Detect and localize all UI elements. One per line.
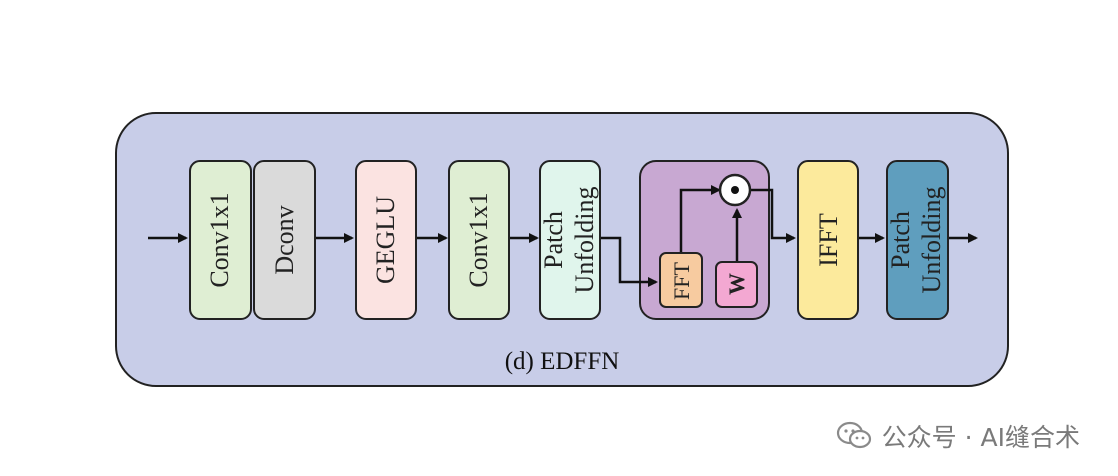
ifft-label: IFFT xyxy=(814,213,843,267)
diagram-caption: (d) EDFFN xyxy=(505,348,620,375)
unfolding-label-1: Unfolding xyxy=(570,187,599,294)
watermark-text: 公众号 · AI缝合术 xyxy=(881,423,1080,452)
multiply-dot xyxy=(731,186,739,194)
dconv-block: Dconv xyxy=(253,160,316,320)
ifft-block: IFFT xyxy=(797,160,859,320)
conv1x1-label-1: Conv1x1 xyxy=(205,192,234,287)
fft-label: FFT xyxy=(669,261,694,299)
elementwise-multiply-operator xyxy=(718,173,752,207)
dconv-label: Dconv xyxy=(270,205,299,274)
geglu-label: GEGLU xyxy=(371,196,400,284)
patch-unfolding-block-2: Patch Unfolding xyxy=(886,160,949,320)
patch-label-1: Patch xyxy=(539,211,568,269)
conv1x1-label-2: Conv1x1 xyxy=(464,192,493,287)
patch-label-2: Patch xyxy=(886,211,915,269)
fft-block: FFT xyxy=(659,252,703,308)
unfolding-label-2: Unfolding xyxy=(917,187,946,294)
connections xyxy=(148,185,978,287)
patch-unfolding-block-1: Patch Unfolding xyxy=(539,160,601,320)
arrow-mult-ifft xyxy=(750,188,796,243)
conv1x1-block-2: Conv1x1 xyxy=(448,160,510,320)
wechat-icon xyxy=(836,421,871,449)
arrow-fft-mult xyxy=(679,185,721,253)
conv1x1-block-1: Conv1x1 xyxy=(189,160,252,320)
w-block: W xyxy=(715,261,758,308)
arrow-patch-fft xyxy=(600,236,658,287)
geglu-block: GEGLU xyxy=(355,160,417,320)
watermark: 公众号 · AI缝合术 xyxy=(836,418,1080,454)
w-label: W xyxy=(724,273,749,295)
